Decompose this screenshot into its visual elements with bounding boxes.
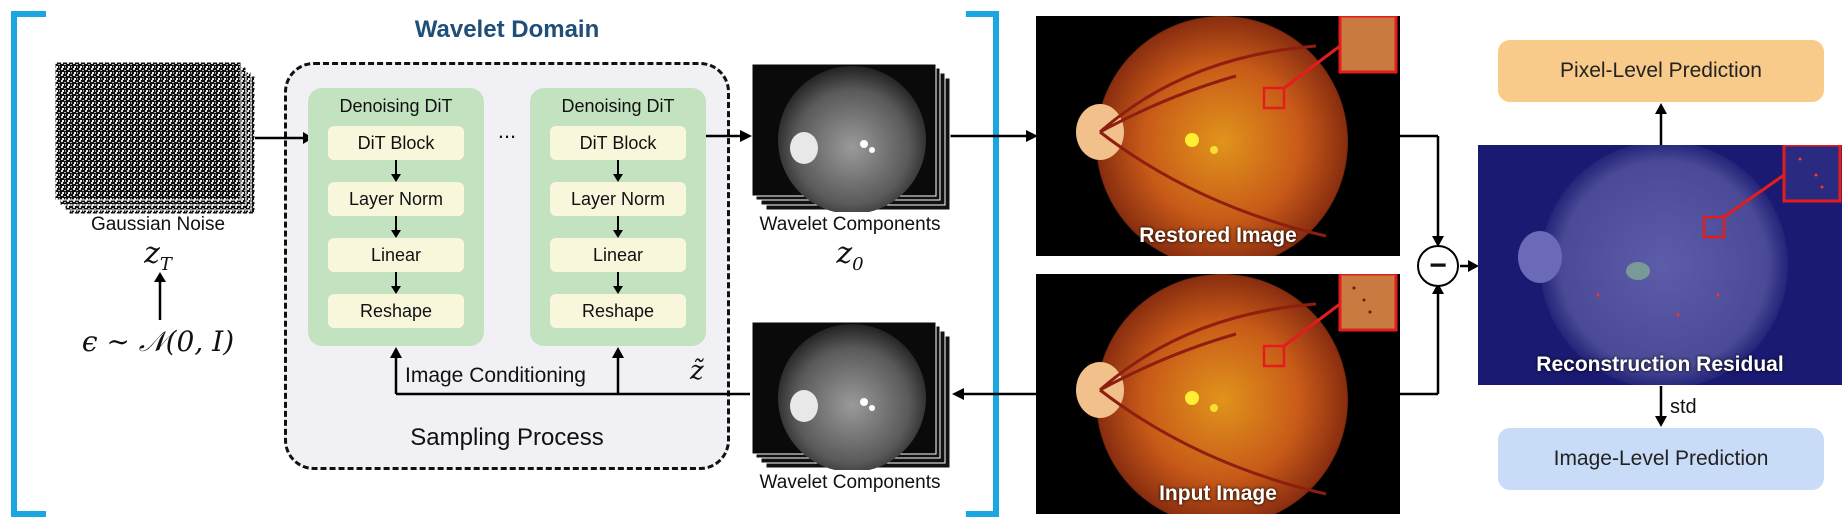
z0-symbol: z0 bbox=[836, 236, 864, 275]
linear-block: Linear bbox=[328, 238, 464, 272]
dit-block: DiT Block bbox=[328, 126, 464, 160]
reshape-block: Reshape bbox=[550, 294, 686, 328]
dit-title: Denoising DiT bbox=[561, 96, 675, 116]
input-image-label: Input Image bbox=[1159, 482, 1277, 505]
dit-internal-arrows bbox=[613, 160, 623, 294]
image-conditioning-label: Image Conditioning bbox=[405, 364, 586, 387]
sampling-process-label: Sampling Process bbox=[410, 424, 604, 451]
minus-symbol: − bbox=[1429, 249, 1447, 282]
image-level-prediction-box: Image-Level Prediction bbox=[1498, 428, 1824, 490]
wavelet-components-label-upper: Wavelet Components bbox=[759, 214, 941, 235]
input-image bbox=[1036, 274, 1400, 514]
wavelet-components-image-lower bbox=[752, 322, 951, 470]
layer-norm-block: Layer Norm bbox=[550, 182, 686, 216]
layer-norm-block: Layer Norm bbox=[328, 182, 464, 216]
std-label: std bbox=[1670, 396, 1697, 418]
wavelet-domain-title: Wavelet Domain bbox=[414, 16, 600, 43]
denoising-dit-2: Denoising DiT DiT Block Layer Norm Linea… bbox=[530, 88, 706, 346]
subtract-operator: − bbox=[1417, 245, 1459, 287]
reconstruction-residual-image bbox=[1478, 145, 1842, 385]
dit-title: Denoising DiT bbox=[339, 96, 453, 116]
reconstruction-residual-label: Reconstruction Residual bbox=[1536, 353, 1784, 376]
restored-image-label: Restored Image bbox=[1139, 224, 1297, 247]
linear-block: Linear bbox=[550, 238, 686, 272]
restored-image bbox=[1036, 16, 1400, 256]
image-level-prediction-label: Image-Level Prediction bbox=[1553, 447, 1769, 470]
ellipsis: ... bbox=[497, 118, 517, 143]
denoising-dit-1: Denoising DiT DiT Block Layer Norm Linea… bbox=[308, 88, 484, 346]
gaussian-noise-image bbox=[55, 62, 256, 215]
epsilon-formula: ϵ ∼ 𝒩(0, I) bbox=[81, 325, 235, 358]
reshape-block: Reshape bbox=[328, 294, 464, 328]
dit-block: DiT Block bbox=[550, 126, 686, 160]
wavelet-components-label-lower: Wavelet Components bbox=[759, 472, 941, 493]
dit-internal-arrows bbox=[391, 160, 401, 294]
pixel-level-prediction-label: Pixel-Level Prediction bbox=[1560, 59, 1762, 82]
epsilon-arrow bbox=[154, 272, 166, 320]
gaussian-noise-label: Gaussian Noise bbox=[90, 214, 226, 235]
pixel-level-prediction-box: Pixel-Level Prediction bbox=[1498, 40, 1824, 102]
z-tilde-symbol: z̃ bbox=[690, 356, 704, 386]
wavelet-components-image-upper bbox=[752, 64, 951, 212]
z-t-symbol: zT bbox=[144, 236, 172, 275]
